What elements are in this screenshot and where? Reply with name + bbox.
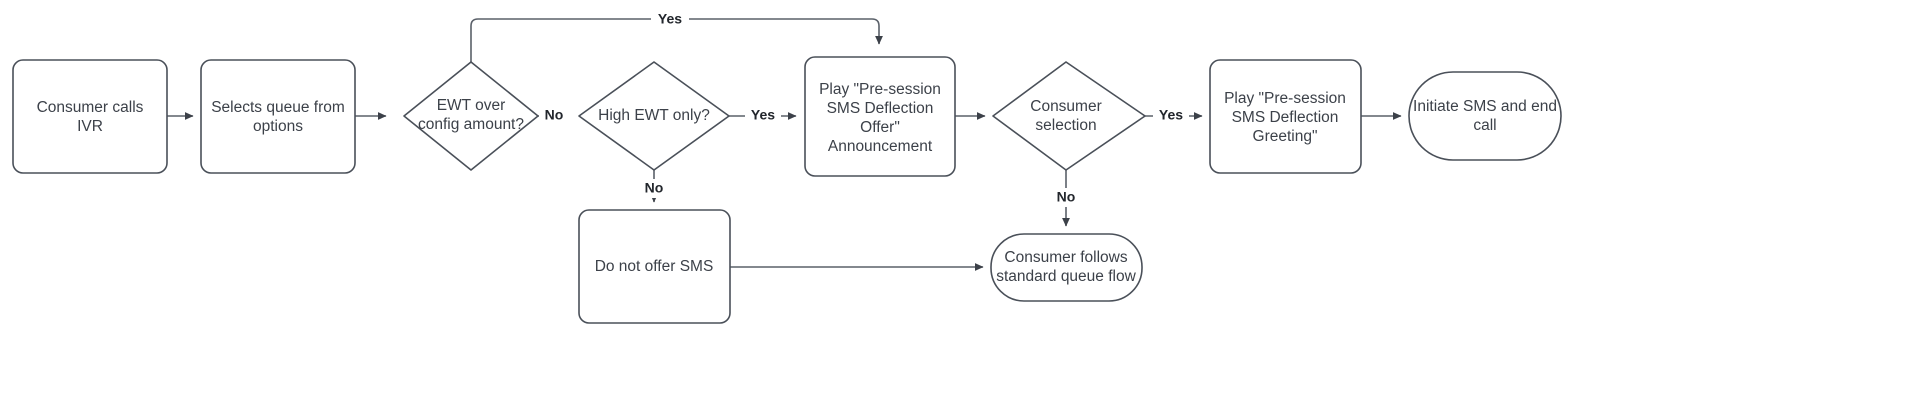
svg-text:Greeting": Greeting" xyxy=(1253,128,1318,145)
edge-label-yes-high-ewt: Yes xyxy=(745,106,781,124)
svg-text:Offer": Offer" xyxy=(860,119,900,136)
svg-text:selection: selection xyxy=(1035,117,1096,134)
svg-text:Selects queue from: Selects queue from xyxy=(211,99,345,116)
node-ewt-over-config[interactable]: EWT over config amount? xyxy=(403,61,539,171)
node-do-not-offer-sms[interactable]: Do not offer SMS xyxy=(578,209,731,324)
svg-text:SMS Deflection: SMS Deflection xyxy=(827,100,934,117)
svg-text:Play "Pre-session: Play "Pre-session xyxy=(1224,90,1346,107)
node-initiate-sms-end-call[interactable]: Initiate SMS and end call xyxy=(1408,71,1562,161)
svg-text:No: No xyxy=(645,180,664,196)
svg-text:Consumer: Consumer xyxy=(1030,98,1102,115)
edge-label-yes-top: Yes xyxy=(651,10,689,28)
edge-label-no-high-ewt: No xyxy=(639,179,669,198)
svg-text:High EWT only?: High EWT only? xyxy=(598,107,710,124)
svg-text:Announcement: Announcement xyxy=(828,138,933,155)
svg-text:call: call xyxy=(1473,117,1496,134)
svg-text:Yes: Yes xyxy=(1159,107,1183,123)
svg-text:Do not offer SMS: Do not offer SMS xyxy=(595,258,714,275)
edge-label-no-ewt: No xyxy=(539,106,569,124)
svg-text:No: No xyxy=(545,107,564,123)
svg-text:config amount?: config amount? xyxy=(418,116,524,133)
svg-text:Consumer follows: Consumer follows xyxy=(1004,249,1127,266)
svg-text:Yes: Yes xyxy=(751,107,775,123)
svg-text:IVR: IVR xyxy=(77,118,103,135)
node-play-greeting[interactable]: Play "Pre-session SMS Deflection Greetin… xyxy=(1209,59,1362,174)
edge-label-no-selection: No xyxy=(1051,188,1081,207)
svg-text:Yes: Yes xyxy=(658,11,682,27)
node-high-ewt-only[interactable]: High EWT only? xyxy=(578,61,730,171)
svg-text:No: No xyxy=(1057,189,1076,205)
node-consumer-calls-ivr[interactable]: Consumer calls IVR xyxy=(12,59,168,174)
svg-text:Consumer calls: Consumer calls xyxy=(37,99,144,116)
node-selects-queue[interactable]: Selects queue from options xyxy=(200,59,356,174)
svg-text:standard queue flow: standard queue flow xyxy=(996,268,1136,285)
svg-text:options: options xyxy=(253,118,303,135)
svg-text:EWT over: EWT over xyxy=(437,97,506,114)
svg-text:SMS Deflection: SMS Deflection xyxy=(1232,109,1339,126)
svg-text:Initiate SMS and end: Initiate SMS and end xyxy=(1413,98,1557,115)
edge-label-yes-selection: Yes xyxy=(1153,106,1189,124)
node-play-offer-announcement[interactable]: Play "Pre-session SMS Deflection Offer" … xyxy=(804,56,956,177)
node-consumer-selection[interactable]: Consumer selection xyxy=(992,61,1146,171)
svg-text:Play "Pre-session: Play "Pre-session xyxy=(819,81,941,98)
node-standard-queue-flow[interactable]: Consumer follows standard queue flow xyxy=(990,233,1143,302)
